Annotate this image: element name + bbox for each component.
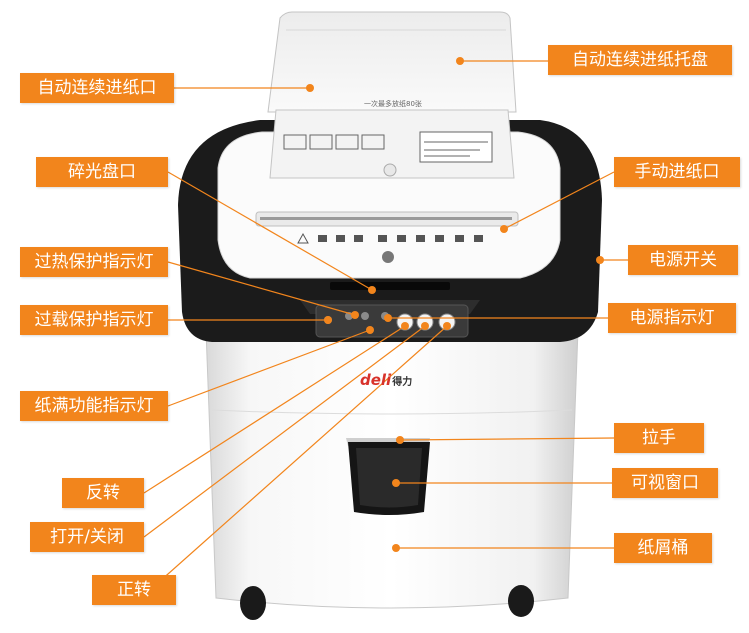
label-bin-full-light: 纸满功能指示灯 xyxy=(20,391,168,421)
label-cd-slot: 碎光盘口 xyxy=(36,157,168,187)
leader-lines xyxy=(143,60,628,591)
tray-instructions xyxy=(283,131,493,163)
label-auto-feed-slot: 自动连续进纸口 xyxy=(20,73,174,103)
label-handle: 拉手 xyxy=(614,423,704,453)
cd-slot-shape xyxy=(330,282,450,290)
label-power-switch: 电源开关 xyxy=(628,245,738,275)
wheel-right xyxy=(508,585,534,617)
brand-logo: deli得力 xyxy=(360,371,412,389)
leader-dots xyxy=(306,57,604,552)
warning-icons-row xyxy=(297,232,483,244)
label-power-light: 电源指示灯 xyxy=(608,303,736,333)
label-window: 可视窗口 xyxy=(612,468,718,498)
label-manual-feed-slot: 手动进纸口 xyxy=(614,157,740,187)
label-bin: 纸屑桶 xyxy=(614,533,712,563)
tray-knob xyxy=(383,163,397,177)
brand-name-cn: 得力 xyxy=(392,377,413,388)
label-overload-light: 过载保护指示灯 xyxy=(20,305,168,335)
label-forward: 正转 xyxy=(92,575,176,605)
wheel-left xyxy=(240,586,266,620)
tray-caption: 一次最多放纸80张 xyxy=(364,100,422,108)
label-overheat-light: 过热保护指示灯 xyxy=(20,247,168,277)
label-reverse: 反转 xyxy=(62,478,144,508)
brand-name: deli xyxy=(360,371,392,389)
auto-feed-tray xyxy=(267,11,517,113)
label-auto-feed-tray: 自动连续进纸托盘 xyxy=(548,45,732,75)
logo-badge xyxy=(382,251,394,263)
label-on-off: 打开/关闭 xyxy=(30,522,144,552)
